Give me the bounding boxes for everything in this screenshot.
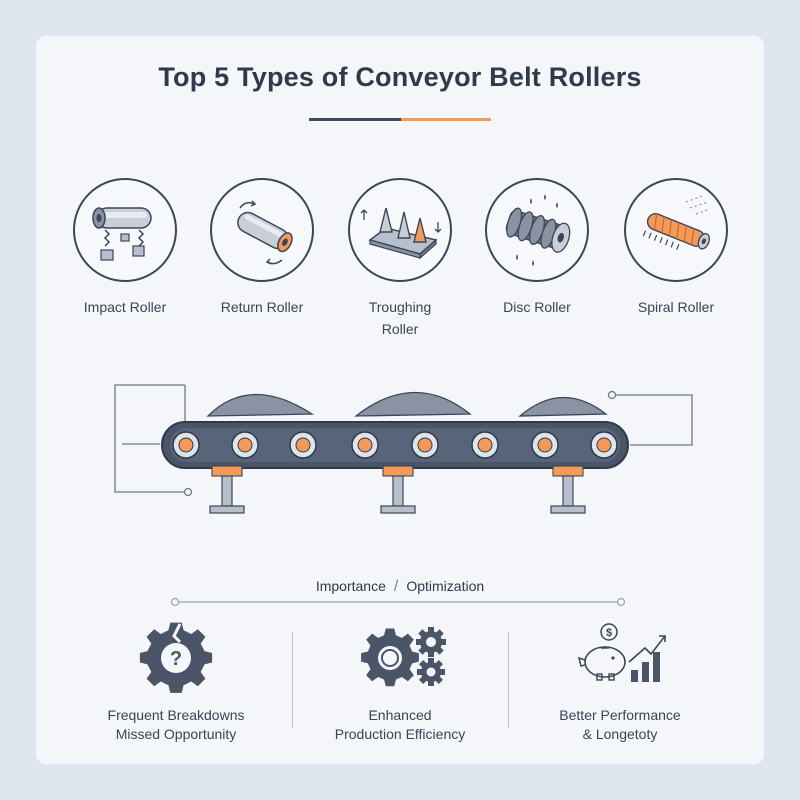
benefit-separator — [292, 632, 293, 728]
troughing-roller-icon — [348, 178, 452, 282]
roller-label: Impact Roller — [83, 299, 167, 315]
right-connector-dot — [607, 390, 617, 400]
return-roller-icon — [210, 178, 314, 282]
section-heading-left: Importance — [315, 578, 386, 594]
broken-gear-question-icon: ? — [121, 618, 231, 698]
roller-card-troughing: Troughing Roller — [330, 178, 470, 340]
left-connector-dot — [183, 487, 193, 497]
roller-card-spiral: Spiral Roller — [606, 178, 746, 318]
spiral-roller-icon — [624, 178, 728, 282]
gears-icon — [345, 618, 455, 698]
section-heading-right: Optimization — [406, 578, 485, 594]
section-heading-separator: / — [393, 578, 399, 595]
roller-label: Spiral Roller — [637, 299, 715, 315]
title-underline-accent — [401, 118, 491, 121]
benefit-efficiency: Enhanced Production Efficiency — [300, 618, 500, 744]
material-pile — [518, 396, 608, 417]
disc-roller-icon — [485, 178, 589, 282]
benefit-text: Frequent Breakdowns Missed Opportunity — [76, 706, 276, 744]
benefit-line2: Production Efficiency — [334, 726, 466, 742]
title-underline — [309, 118, 491, 121]
benefit-line2: Missed Opportunity — [115, 726, 237, 742]
benefit-performance: $ Better Performance & Longetoty — [520, 618, 720, 744]
conveyor-belt-diagram — [114, 384, 693, 514]
belt-rollers — [172, 431, 618, 459]
roller-card-disc: Disc Roller — [467, 178, 607, 318]
page-title: Top 5 Types of Conveyor Belt Rollers — [158, 62, 642, 92]
impact-roller-icon — [73, 178, 177, 282]
left-connector-line — [114, 384, 188, 493]
belt-supports — [209, 465, 586, 514]
section-heading: Importance / Optimization — [0, 578, 800, 596]
benefit-separator — [508, 632, 509, 728]
roller-label: Return Roller — [220, 299, 304, 315]
benefit-line1: Better Performance — [559, 707, 681, 723]
piggy-bank-growth-icon: $ — [565, 618, 675, 698]
material-pile — [206, 393, 315, 417]
benefit-line1: Enhanced — [368, 707, 432, 723]
benefit-breakdowns: ? Frequent Breakdowns Missed Opportunity — [76, 618, 276, 744]
roller-label: Troughing Roller — [368, 299, 432, 337]
svg-text:?: ? — [170, 648, 182, 670]
roller-label: Disc Roller — [503, 299, 571, 315]
right-connector-line — [612, 394, 693, 446]
roller-card-impact: Impact Roller — [55, 178, 195, 318]
benefit-text: Enhanced Production Efficiency — [300, 706, 500, 744]
benefit-text: Better Performance & Longetoty — [520, 706, 720, 744]
title-underline-dark — [309, 118, 401, 121]
benefit-line1: Frequent Breakdowns — [107, 707, 245, 723]
svg-text:$: $ — [606, 627, 612, 639]
material-pile — [354, 391, 472, 417]
roller-card-return: Return Roller — [192, 178, 332, 318]
section-divider — [170, 597, 626, 607]
benefit-line2: & Longetoty — [582, 726, 658, 742]
